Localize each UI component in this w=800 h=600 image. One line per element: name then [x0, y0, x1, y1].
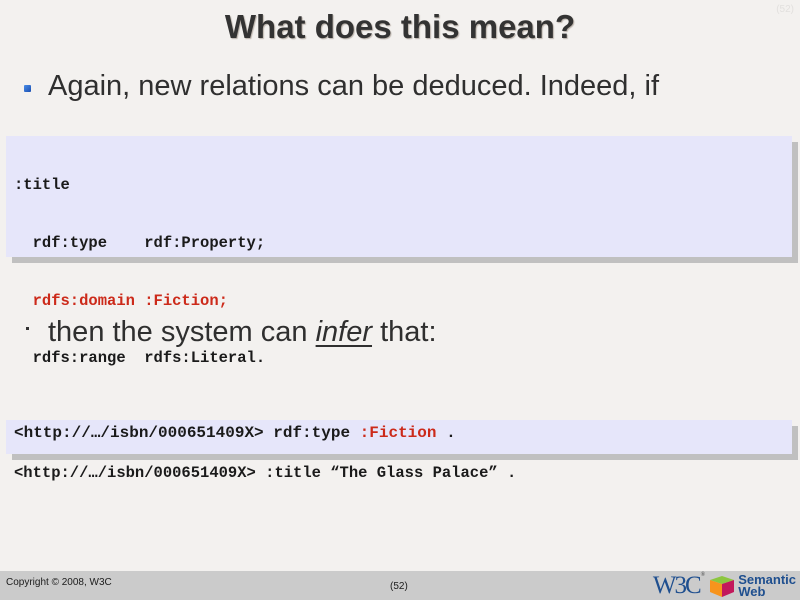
code-prefix: <http://…/isbn/000651409X> rdf:type	[14, 424, 360, 442]
semantic-web-text: Semantic Web	[738, 572, 796, 599]
code-line: :title	[14, 176, 70, 195]
semantic-web-cube-icon	[710, 576, 735, 597]
slide-title: What does this mean?	[224, 8, 576, 45]
square-bullet-icon	[24, 85, 31, 92]
bullet-text-after: that:	[372, 316, 437, 348]
code-line: rdfs:range rdfs:Literal.	[14, 349, 266, 368]
footer-page-number: (52)	[390, 581, 408, 592]
logo-line-2: Web	[738, 584, 766, 599]
w3c-letters: W3C	[652, 572, 702, 599]
code-line: <http://…/isbn/000651409X> :title “The G…	[14, 464, 517, 483]
code-block-inferred: <http://…/isbn/000651409X> rdf:type :Fic…	[6, 420, 792, 454]
code-line-highlighted: rdfs:domain :Fiction;	[14, 291, 228, 310]
emphasis-infer: infer	[315, 316, 373, 348]
slide-number-top: (52)	[776, 4, 794, 15]
registered-mark: ®	[700, 572, 706, 578]
w3c-semantic-web-logo[interactable]: W3C® Semantic Web	[653, 572, 796, 600]
bullet-item-1: Again, new relations can be deduced. Ind…	[24, 70, 659, 103]
logo-line-1: Semantic	[738, 572, 796, 587]
footer-copyright: Copyright © 2008, W3C	[6, 577, 112, 588]
bullet-item-2: then the system can infer that:	[24, 316, 437, 349]
bullet-text: then the system can infer that:	[48, 316, 437, 349]
bullet-text: Again, new relations can be deduced. Ind…	[48, 70, 660, 102]
footer-bar: Copyright © 2008, W3C (52) W3C® Semantic…	[0, 571, 800, 600]
code-block-rdf-schema: :title rdf:type rdf:Property; rdfs:domai…	[6, 136, 792, 482]
code-line: rdf:type rdf:Property;	[14, 234, 266, 252]
code-highlight: :Fiction	[359, 424, 437, 442]
dot-bullet-icon	[26, 327, 29, 330]
code-suffix: .	[436, 424, 456, 442]
bullet-text-before: then the system can	[48, 316, 316, 348]
w3c-logo-text: W3C®	[653, 572, 705, 600]
